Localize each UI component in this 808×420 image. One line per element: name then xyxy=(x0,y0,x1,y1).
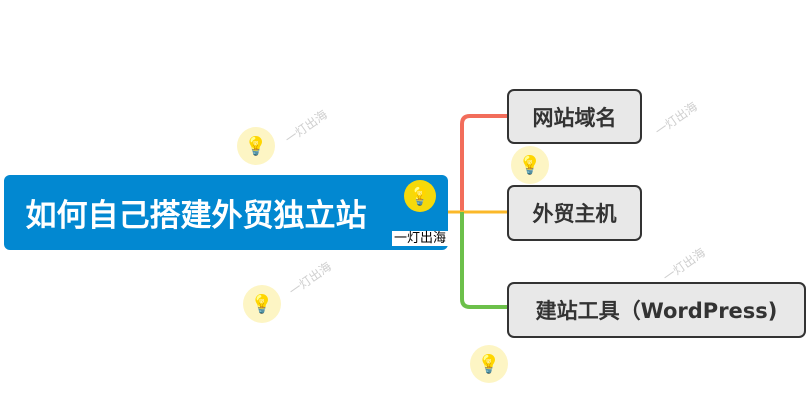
connector-tool xyxy=(460,212,507,309)
lightbulb-icon: 💡 xyxy=(243,285,281,323)
connector-domain xyxy=(460,114,507,212)
lightbulb-icon: 💡 xyxy=(404,180,436,212)
root-title: 如何自己搭建外贸独立站 xyxy=(25,198,367,234)
root-topic[interactable]: 如何自己搭建外贸独立站 xyxy=(4,175,448,250)
topic-label: 网站域名 xyxy=(532,105,617,130)
topic-host[interactable]: 外贸主机 xyxy=(507,185,642,241)
topic-label: 外贸主机 xyxy=(532,202,617,226)
topic-domain[interactable]: 网站域名 xyxy=(507,89,642,144)
topic-tool[interactable]: 建站工具（WordPress) xyxy=(507,282,806,338)
lightbulb-icon: 💡 xyxy=(237,127,275,165)
lightbulb-icon: 💡 xyxy=(511,146,549,184)
lightbulb-icon: 💡 xyxy=(470,345,508,383)
watermark-text: 一灯出海 xyxy=(392,231,449,246)
topic-label: 建站工具（WordPress) xyxy=(535,299,778,323)
